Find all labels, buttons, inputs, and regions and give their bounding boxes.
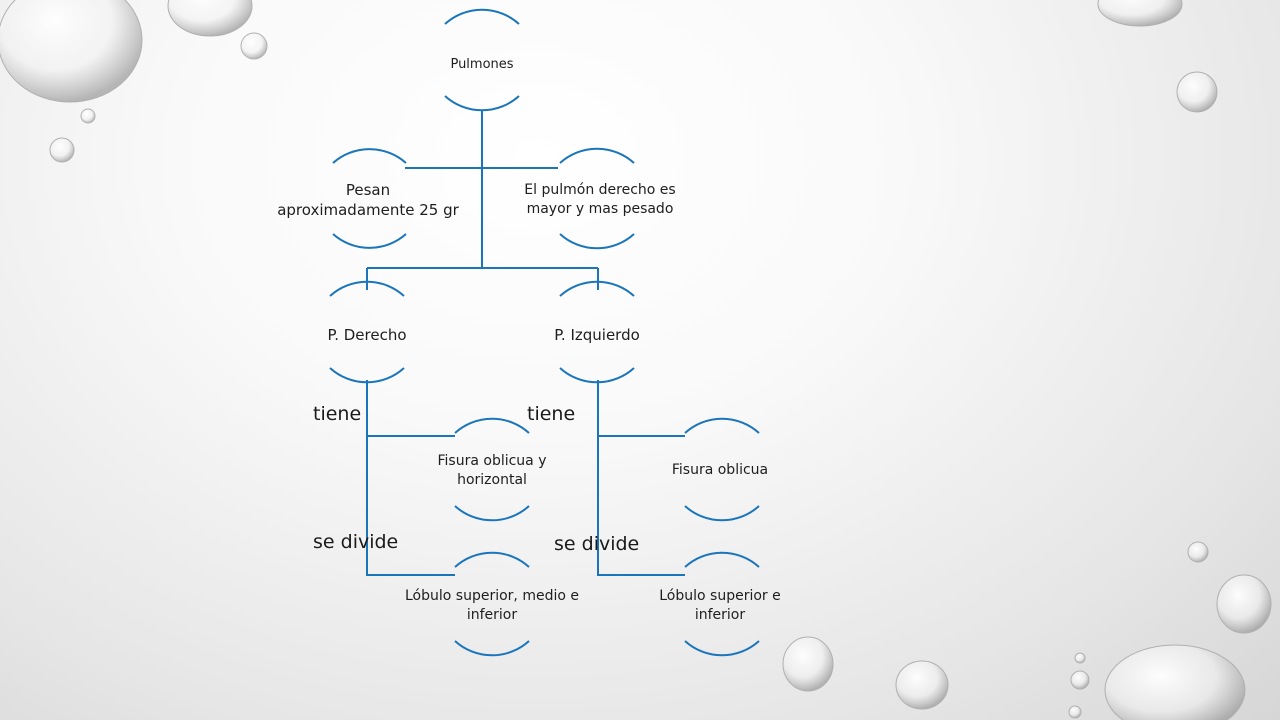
connector-line [597, 380, 685, 576]
node-arc [559, 233, 635, 250]
water-drop-icon [895, 660, 949, 710]
node-right-lobes: Lóbulo superior, medio e inferior [405, 588, 579, 623]
node-arc [454, 640, 530, 657]
node-arc [332, 148, 407, 164]
water-drop-icon [1068, 705, 1082, 719]
node-right-bigger: El pulmón derecho es mayor y mas pesado [524, 182, 676, 217]
node-arc [454, 551, 530, 568]
node-weight: Pesan aproximadamente 25 gr [277, 180, 459, 219]
water-drop-icon [1074, 652, 1086, 664]
annotation-right-tiene: tiene [313, 403, 362, 425]
water-drop-icon [49, 137, 75, 163]
node-arc [444, 8, 520, 25]
node-arc [444, 95, 520, 112]
node-arc [684, 640, 760, 657]
node-arc [684, 417, 760, 434]
water-drop-icon [167, 0, 253, 37]
water-drop-icon [1216, 574, 1272, 634]
node-arc [454, 505, 530, 522]
node-arc [332, 233, 407, 249]
node-pulmones: Pulmones [450, 57, 514, 73]
water-drop-icon [1187, 541, 1209, 563]
water-drop-icon [0, 0, 143, 103]
node-left-lung: P. Izquierdo [554, 325, 640, 344]
node-arc [559, 147, 635, 164]
connector-line [366, 380, 455, 576]
water-drop-icon [1097, 0, 1183, 27]
annotation-left-tiene: tiene [527, 403, 576, 425]
water-drop-icon [80, 108, 96, 124]
node-arc [329, 280, 405, 297]
water-drop-icon [1104, 644, 1246, 720]
annotation-left-se-divide: se divide [554, 533, 640, 555]
node-arc [454, 417, 530, 434]
water-drop-icon [1176, 71, 1218, 113]
annotation-right-se-divide: se divide [313, 531, 399, 553]
node-left-fissure: Fisura oblicua [671, 461, 769, 478]
node-arc [684, 505, 760, 522]
node-left-lobes: Lóbulo superior e inferior [659, 588, 781, 623]
node-right-fissure: Fisura oblicua y horizontal [437, 453, 547, 488]
node-arc [559, 367, 635, 384]
node-arc [329, 367, 405, 384]
water-drop-icon [1070, 670, 1090, 690]
node-arc [684, 551, 760, 568]
water-drop-icon [240, 32, 268, 60]
water-drop-icon [782, 636, 834, 692]
node-right-lung: P. Derecho [327, 325, 407, 344]
node-arc [559, 280, 635, 297]
